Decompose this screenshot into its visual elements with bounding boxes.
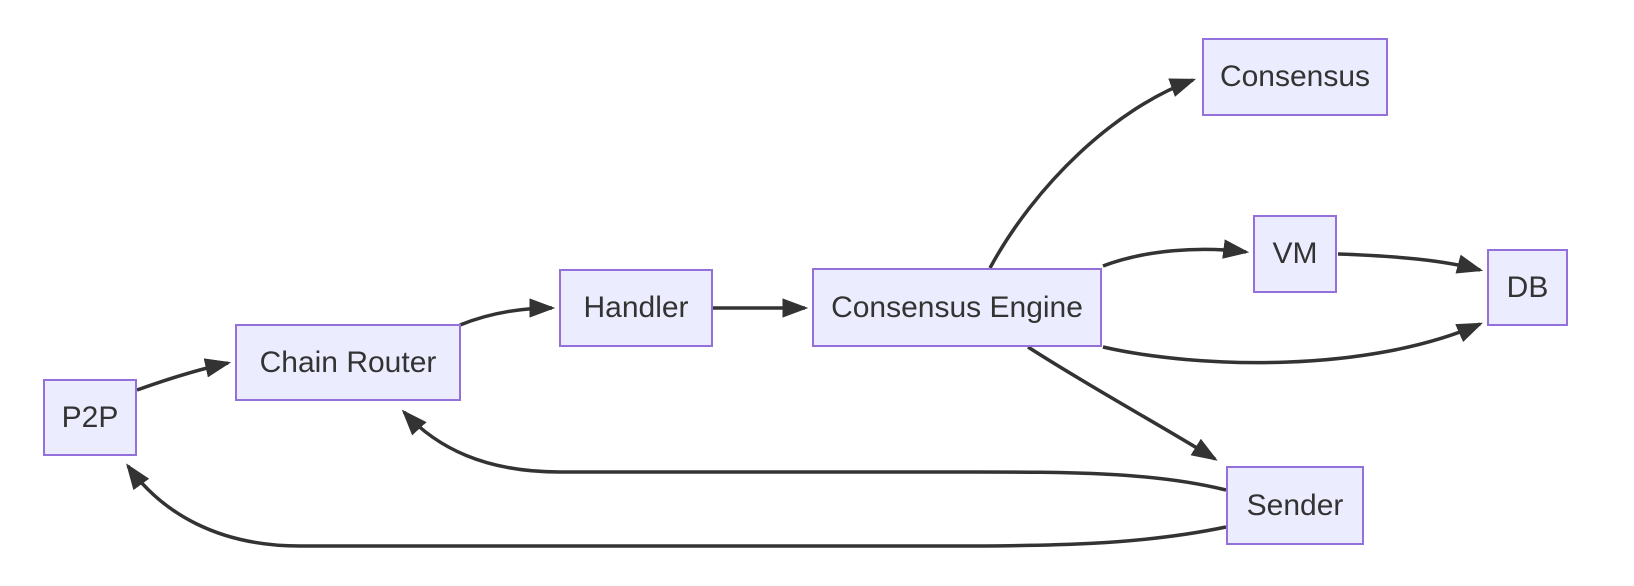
node-consensus-engine: Consensus Engine: [812, 268, 1102, 347]
node-consensus: Consensus: [1202, 38, 1388, 116]
node-sender-label: Sender: [1246, 488, 1344, 522]
edge-consensus-engine-to-vm: [1102, 239, 1250, 268]
edge-consensus-engine-to-sender: [1027, 345, 1218, 461]
edge-sender-to-p2p: [126, 463, 1227, 548]
edge-p2p-to-chain-router: [136, 358, 232, 392]
edge-chain-router-to-handler: [459, 298, 556, 327]
edge-consensus-engine-to-db: [1102, 322, 1483, 365]
node-handler-label: Handler: [583, 291, 689, 324]
node-p2p: P2P: [43, 379, 137, 456]
edge-sender-to-chain-router: [401, 409, 1227, 492]
node-chain-router-label: Chain Router: [259, 345, 437, 379]
node-consensus-label: Consensus: [1219, 60, 1371, 93]
node-db-label: DB: [1506, 270, 1549, 304]
node-sender: Sender: [1226, 466, 1364, 545]
node-handler: Handler: [559, 269, 713, 347]
node-chain-router: Chain Router: [235, 324, 461, 401]
edge-consensus-engine-to-consensus: [988, 78, 1197, 269]
node-p2p-label: P2P: [61, 400, 119, 434]
node-vm: VM: [1253, 215, 1337, 293]
node-vm-label: VM: [1272, 237, 1318, 270]
node-db: DB: [1487, 249, 1568, 326]
node-consensus-engine-label: Consensus Engine: [831, 290, 1083, 324]
edge-vm-to-db: [1337, 252, 1484, 274]
